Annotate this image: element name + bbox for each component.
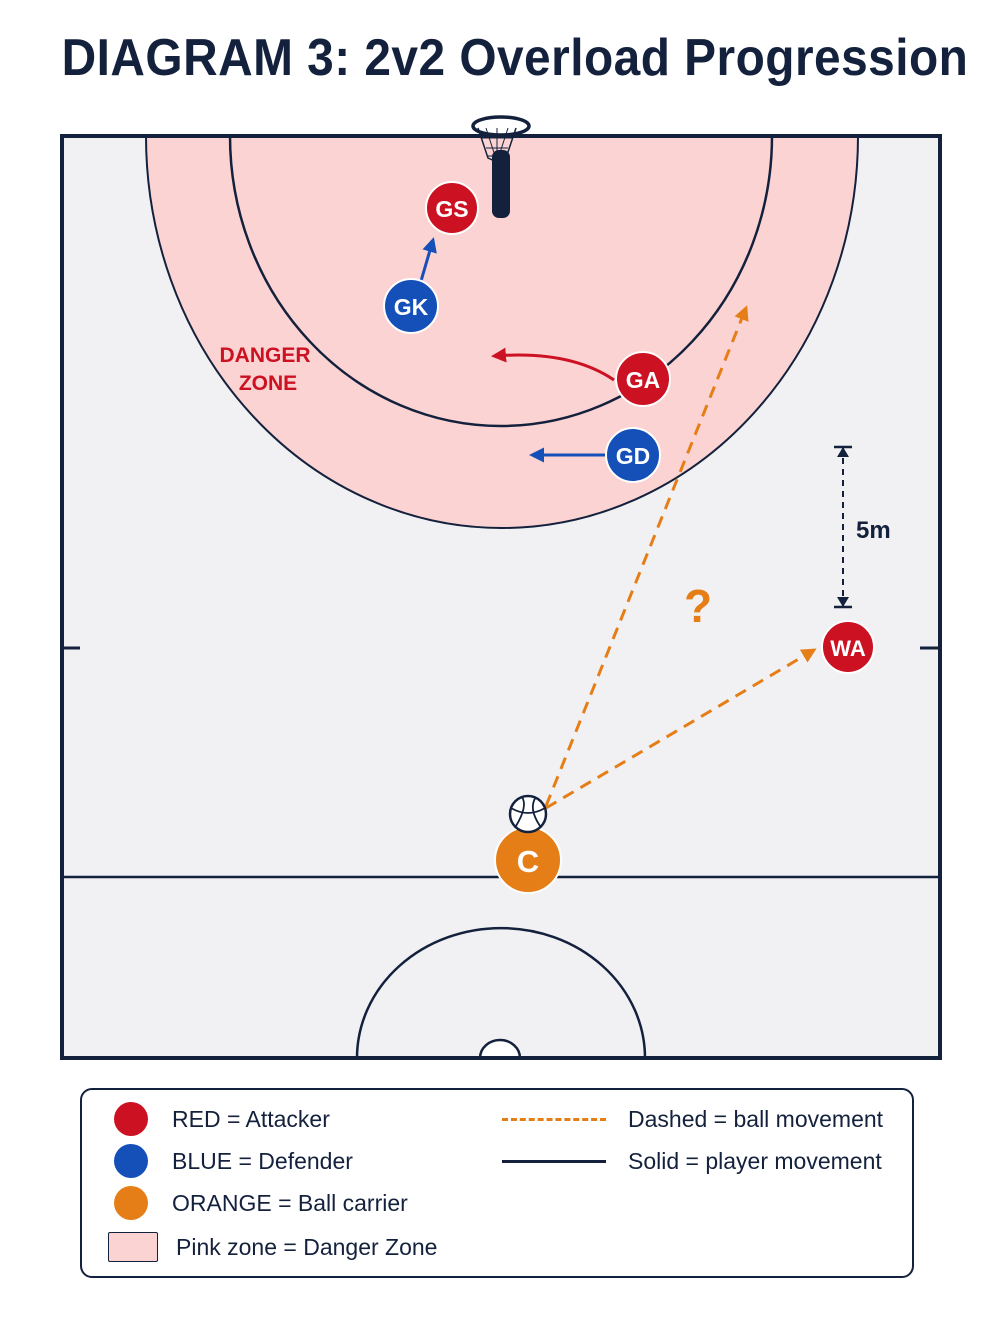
distance-arrowhead-up (837, 447, 849, 457)
player-c: C (494, 826, 562, 894)
player-gs: GS (425, 181, 479, 235)
legend-item-dashed: Dashed = ball movement (502, 1106, 883, 1133)
player-ga: GA (615, 351, 671, 407)
player-gs-label: GS (435, 196, 468, 222)
pass-to-circle-dashed (544, 305, 749, 807)
centre-mark (478, 1038, 522, 1058)
shooting-circle (228, 136, 774, 428)
question-mark: ? (684, 580, 712, 632)
player-wa-label: WA (830, 636, 866, 661)
danger-zone-label-line1: DANGER (219, 344, 310, 367)
player-gk: GK (383, 278, 439, 334)
legend-blue-swatch (114, 1144, 148, 1178)
legend-item-blue: BLUE = Defender (114, 1144, 353, 1178)
legend-solid-label: Solid = player movement (628, 1148, 882, 1174)
legend-red-swatch (114, 1102, 148, 1136)
distance-label: 5m (856, 517, 891, 544)
legend-item-solid: Solid = player movement (502, 1148, 882, 1175)
legend-dashed-line (502, 1118, 606, 1121)
legend-pink-swatch (108, 1232, 158, 1262)
player-gd-label: GD (616, 443, 651, 469)
player-wa: WA (821, 620, 875, 674)
ga-movement-arrow (491, 347, 615, 382)
legend-dashed-label: Dashed = ball movement (628, 1106, 884, 1132)
legend-orange-swatch (114, 1186, 148, 1220)
legend-panel: RED = Attacker BLUE = Defender ORANGE = … (80, 1088, 914, 1278)
legend-pink-label: Pink zone = Danger Zone (176, 1233, 438, 1260)
danger-zone-label-line2: ZONE (239, 372, 297, 395)
legend-blue-label: BLUE = Defender (172, 1147, 353, 1174)
legend-item-red: RED = Attacker (114, 1102, 330, 1136)
goal-post-icon (471, 115, 531, 218)
netball-icon (508, 794, 548, 834)
legend-item-pink: Pink zone = Danger Zone (108, 1232, 437, 1262)
legend-red-label: RED = Attacker (172, 1105, 330, 1132)
pass-to-wa-dashed (545, 648, 817, 810)
legend-item-orange: ORANGE = Ball carrier (114, 1186, 408, 1220)
player-gd: GD (605, 427, 661, 483)
page-title: DIAGRAM 3: 2v2 Overload Progression (61, 29, 969, 87)
player-ga-label: GA (626, 367, 661, 393)
gk-movement-arrow (419, 237, 437, 282)
danger-zone (144, 136, 860, 529)
player-c-label: C (517, 844, 539, 879)
legend-orange-label: ORANGE = Ball carrier (172, 1189, 408, 1216)
player-gk-label: GK (394, 294, 429, 320)
centre-circle (355, 926, 647, 1058)
legend-solid-line (502, 1160, 606, 1163)
distance-arrowhead-down (837, 597, 849, 607)
